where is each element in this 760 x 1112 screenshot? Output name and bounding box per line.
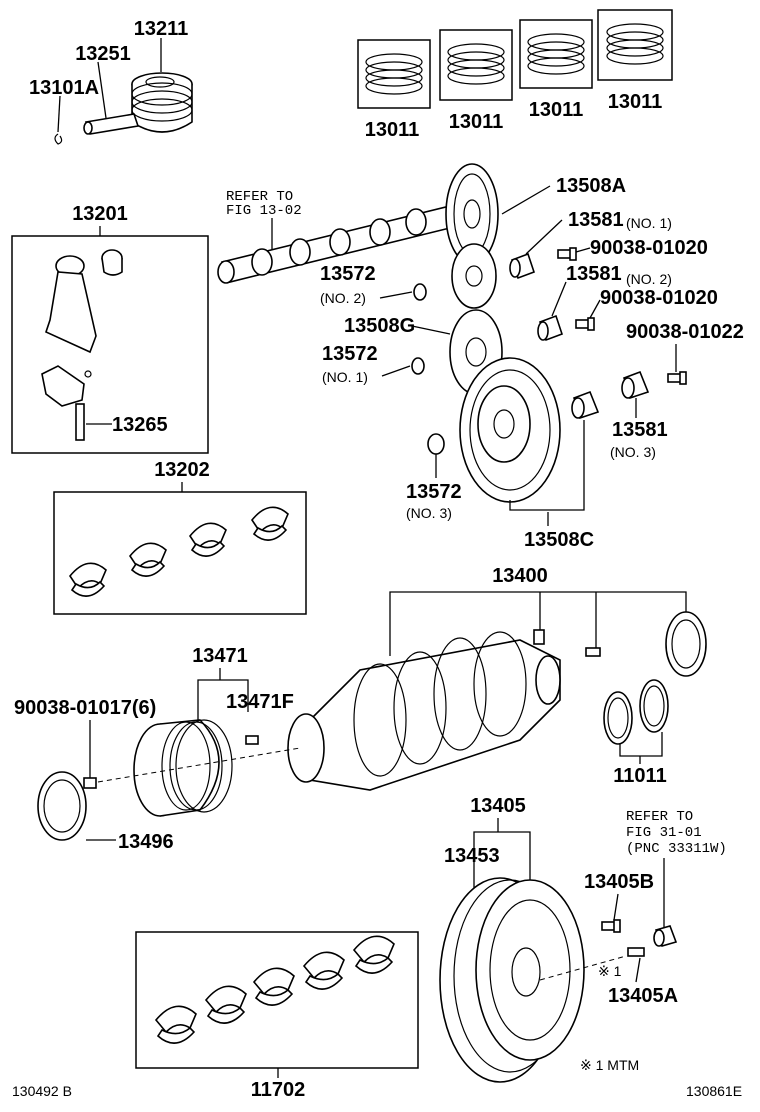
- piston-pin-illustration: [83, 113, 140, 135]
- label-no1-a: (NO. 1): [626, 215, 672, 231]
- bushing-13581-no2: [537, 314, 564, 342]
- label-11011: 11011: [613, 765, 666, 787]
- refer-cam-line-1: REFER TO: [226, 189, 293, 205]
- bolt-a-illustration: [557, 247, 577, 261]
- pin-13405a-illustration: [627, 947, 645, 957]
- refer-cam-line-2: FIG 13-02: [226, 203, 302, 219]
- label-13201: 13201: [72, 203, 128, 225]
- crankshaft-rear-seal: [665, 611, 707, 677]
- bushing-13508c-illustration: [571, 390, 600, 420]
- bearing-set-13202-box: [53, 491, 307, 615]
- label-no2-b: (NO. 2): [626, 271, 672, 287]
- oil-pump-gear-13508c: [459, 357, 561, 503]
- bolt-13405b-illustration: [601, 919, 621, 933]
- flywheel-illustration: [439, 877, 585, 1083]
- label-13508c: 13508C: [524, 529, 594, 551]
- label-13011-4: 13011: [608, 91, 663, 113]
- connecting-rod-illustration: [41, 249, 123, 441]
- bolt-c-illustration: [667, 371, 687, 385]
- piston-ring-set-4: [597, 9, 673, 81]
- piston-ring-set-3: [519, 19, 593, 89]
- label-13265: 13265: [112, 414, 168, 436]
- label-13211: 13211: [134, 18, 189, 40]
- label-mark1: ※ 1: [598, 963, 622, 979]
- label-13572-no2: 13572: [320, 263, 376, 285]
- label-bolt-a: 90038-01020: [590, 237, 708, 259]
- label-13572-no1: 13572: [322, 343, 378, 365]
- washer-13572-no1: [411, 357, 425, 375]
- refer-fw-line-3: (PNC 33311W): [626, 841, 727, 857]
- label-13405a: 13405A: [608, 985, 678, 1007]
- refer-fw-line-2: FIG 31-01: [626, 825, 702, 841]
- piston-illustration: [131, 72, 193, 133]
- label-11702: 11702: [251, 1079, 306, 1101]
- refer-fw-line-1: REFER TO: [626, 809, 693, 825]
- label-13581-no1: 13581: [568, 209, 624, 231]
- crank-pin-1: [533, 629, 545, 645]
- idle-gear-upper: [451, 243, 497, 309]
- label-no3-a: (NO. 3): [610, 444, 656, 460]
- bushing-13581-no1: [509, 252, 536, 280]
- label-bolt-c: 90038-01022: [626, 321, 744, 343]
- label-13011-2: 13011: [449, 111, 504, 133]
- key-13471f: [245, 735, 259, 745]
- label-no1-b: (NO. 1): [322, 369, 368, 385]
- washer-13572-no3: [427, 433, 445, 455]
- label-13496: 13496: [118, 831, 174, 853]
- crank-pin-2: [585, 647, 601, 657]
- label-mtm-note: ※ 1 MTM: [580, 1057, 639, 1073]
- thrust-washer-11011: [603, 679, 669, 745]
- main-bearing-illustrations: [154, 935, 395, 1044]
- snap-ring-illustration: [54, 133, 63, 145]
- label-13581-no2: 13581: [566, 263, 622, 285]
- label-bolt-d: 90038-01017(6): [14, 697, 156, 719]
- piston-ring-set-2: [439, 29, 513, 101]
- date-code: 130492 B: [12, 1083, 72, 1099]
- label-no3-b: (NO. 3): [406, 505, 452, 521]
- conrod-bearing-illustrations: [69, 506, 289, 597]
- label-13202: 13202: [154, 459, 210, 481]
- connecting-rod-box: [11, 235, 209, 454]
- label-13572-no3: 13572: [406, 481, 462, 503]
- label-13011-1: 13011: [365, 119, 420, 141]
- washer-13572-no2: [413, 283, 427, 301]
- bolt-b-illustration: [575, 317, 595, 331]
- label-13453: 13453: [444, 845, 500, 867]
- label-13471: 13471: [192, 645, 248, 667]
- label-13508g: 13508G: [344, 315, 415, 337]
- label-13471f: 13471F: [226, 691, 294, 713]
- label-13508a: 13508A: [556, 175, 626, 197]
- label-no2-a: (NO. 2): [320, 290, 366, 306]
- crankshaft-illustration: [287, 631, 561, 791]
- figure-code: 130861E: [686, 1083, 742, 1099]
- crank-seal-13496: [37, 771, 87, 841]
- label-13405b: 13405B: [584, 871, 654, 893]
- label-13101a: 13101A: [29, 77, 99, 99]
- piston-ring-set-1: [357, 39, 431, 109]
- label-13405: 13405: [470, 795, 526, 817]
- label-13581-no3: 13581: [612, 419, 668, 441]
- label-13251: 13251: [75, 43, 131, 65]
- pilot-bearing-illustration: [653, 925, 678, 947]
- label-13400: 13400: [492, 565, 548, 587]
- crank-pulley-illustration: [133, 719, 233, 817]
- bolt-d-illustration: [83, 777, 97, 789]
- bushing-13581-no3: [621, 370, 650, 400]
- label-bolt-b: 90038-01020: [600, 287, 718, 309]
- bearing-set-11702-box: [135, 931, 419, 1069]
- label-13011-3: 13011: [529, 99, 584, 121]
